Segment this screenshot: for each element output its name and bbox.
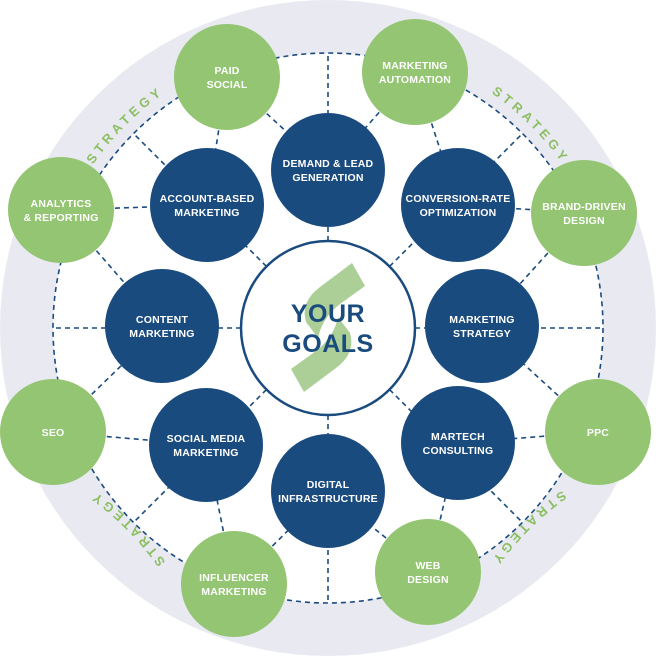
node-circle xyxy=(174,24,280,130)
node-circle xyxy=(531,160,637,266)
node-circle xyxy=(149,388,263,502)
node-circle xyxy=(0,379,106,485)
node-label: INFRASTRUCTURE xyxy=(278,493,378,505)
node-label: SEO xyxy=(42,427,65,439)
dashed-ring xyxy=(52,52,604,604)
service-nodes: DEMAND & LEAD GENERATION CONVERSION-RATE OP… xyxy=(105,113,539,548)
node-label: MARKETING xyxy=(201,586,266,598)
node-marketing-strategy: MARKETING STRATEGY xyxy=(425,269,539,383)
node-social-media-marketing: SOCIAL MEDIA MARKETING xyxy=(149,388,263,502)
node-label: WEB xyxy=(415,560,440,572)
node-label: CONVERSION-RATE xyxy=(406,193,511,205)
node-account-based-marketing: ACCOUNT-BASED MARKETING xyxy=(150,148,264,262)
node-content-marketing: CONTENT MARKETING xyxy=(105,269,219,383)
node-paid-social: PAID SOCIAL xyxy=(174,24,280,130)
node-circle xyxy=(150,148,264,262)
node-demand-lead-generation: DEMAND & LEAD GENERATION xyxy=(271,113,385,227)
node-label: ACCOUNT-BASED xyxy=(160,193,255,205)
node-label: PPC xyxy=(587,427,609,439)
node-circle xyxy=(8,157,114,263)
node-circle xyxy=(401,386,515,500)
node-seo: SEO xyxy=(0,379,106,485)
node-brand-driven-design: BRAND-DRIVEN DESIGN xyxy=(531,160,637,266)
node-marketing-automation: MARKETING AUTOMATION xyxy=(362,19,468,125)
node-label: MARKETING xyxy=(449,314,514,326)
node-label: OPTIMIZATION xyxy=(420,207,497,219)
node-label: MARKETING xyxy=(174,207,239,219)
node-label: SOCIAL MEDIA xyxy=(167,433,246,445)
node-label: CONTENT xyxy=(136,314,189,326)
node-circle xyxy=(271,113,385,227)
channel-nodes: PAID SOCIAL MARKETING AUTOMATION BRAND-DRIVE… xyxy=(0,19,651,637)
node-label: AUTOMATION xyxy=(379,74,451,86)
node-label: INFLUENCER xyxy=(199,572,269,584)
node-label: DIGITAL xyxy=(307,479,350,491)
node-influencer-marketing: INFLUENCER MARKETING xyxy=(181,531,287,637)
node-circle xyxy=(401,148,515,262)
node-label: STRATEGY xyxy=(453,328,511,340)
node-analytics-reporting: ANALYTICS & REPORTING xyxy=(8,157,114,263)
node-label: MARKETING xyxy=(173,447,238,459)
center-title-line-1: YOUR xyxy=(291,300,365,328)
node-label: ANALYTICS xyxy=(31,198,92,210)
node-conversion-rate-optimization: CONVERSION-RATE OPTIMIZATION xyxy=(401,148,515,262)
node-circle xyxy=(181,531,287,637)
node-circle xyxy=(105,269,219,383)
node-label: DESIGN xyxy=(563,215,604,227)
node-label: CONSULTING xyxy=(423,445,494,457)
node-label: DESIGN xyxy=(407,574,448,586)
node-label: GENERATION xyxy=(292,172,363,184)
node-label: MARKETING xyxy=(129,328,194,340)
node-label: BRAND-DRIVEN xyxy=(542,201,625,213)
node-label: DEMAND & LEAD xyxy=(283,158,374,170)
center-title-line-2: GOALS xyxy=(282,330,373,358)
node-circle xyxy=(375,519,481,625)
node-martech-consulting: MARTECH CONSULTING xyxy=(401,386,515,500)
node-web-design: WEB DESIGN xyxy=(375,519,481,625)
center-goals: YOUR GOALS xyxy=(239,239,417,417)
node-ppc: PPC xyxy=(545,379,651,485)
node-digital-infrastructure: DIGITAL INFRASTRUCTURE xyxy=(271,434,385,548)
node-label: PAID xyxy=(214,65,239,77)
node-label: MARKETING xyxy=(382,60,447,72)
node-circle xyxy=(271,434,385,548)
node-circle xyxy=(425,269,539,383)
node-label: & REPORTING xyxy=(23,212,98,224)
node-circle xyxy=(545,379,651,485)
node-label: SOCIAL xyxy=(207,79,248,91)
center-circle xyxy=(239,239,417,417)
stylized-s-logo-icon xyxy=(291,263,365,392)
node-circle xyxy=(362,19,468,125)
node-label: MARTECH xyxy=(431,431,485,443)
